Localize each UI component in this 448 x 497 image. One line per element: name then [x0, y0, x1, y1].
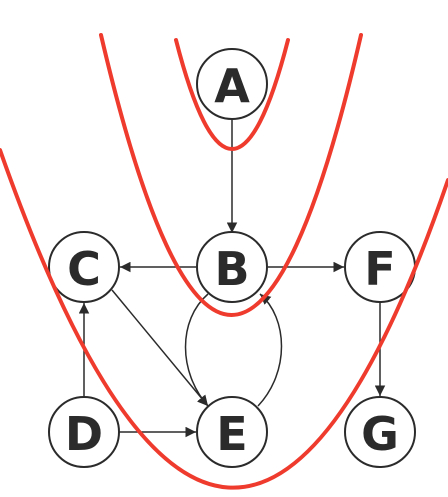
node-c-circle	[48, 231, 120, 303]
level-curves-group	[0, 33, 448, 490]
node-e-label: E	[216, 407, 247, 461]
node-c-label: C	[67, 242, 101, 296]
level-curve-middle	[99, 33, 363, 317]
node-b-label: B	[214, 242, 249, 296]
node-d-circle	[48, 396, 120, 468]
node-g: G	[344, 396, 416, 468]
node-f-label: F	[364, 242, 395, 296]
level-curve-outer	[0, 148, 448, 490]
node-g-circle	[344, 396, 416, 468]
node-a: A	[196, 48, 268, 120]
level-curve-inner	[174, 38, 290, 151]
node-g-label: G	[361, 407, 399, 461]
edge-e-b	[257, 293, 283, 407]
node-b-circle	[196, 231, 268, 303]
node-e: E	[196, 396, 268, 468]
edge-b-e	[184, 293, 209, 407]
node-d-label: D	[65, 407, 103, 461]
edge-c-e	[111, 289, 209, 407]
node-a-circle	[196, 48, 268, 120]
node-d: D	[48, 396, 120, 468]
node-a-label: A	[214, 59, 250, 113]
node-b: B	[196, 231, 268, 303]
node-c: C	[48, 231, 120, 303]
node-e-circle	[196, 396, 268, 468]
